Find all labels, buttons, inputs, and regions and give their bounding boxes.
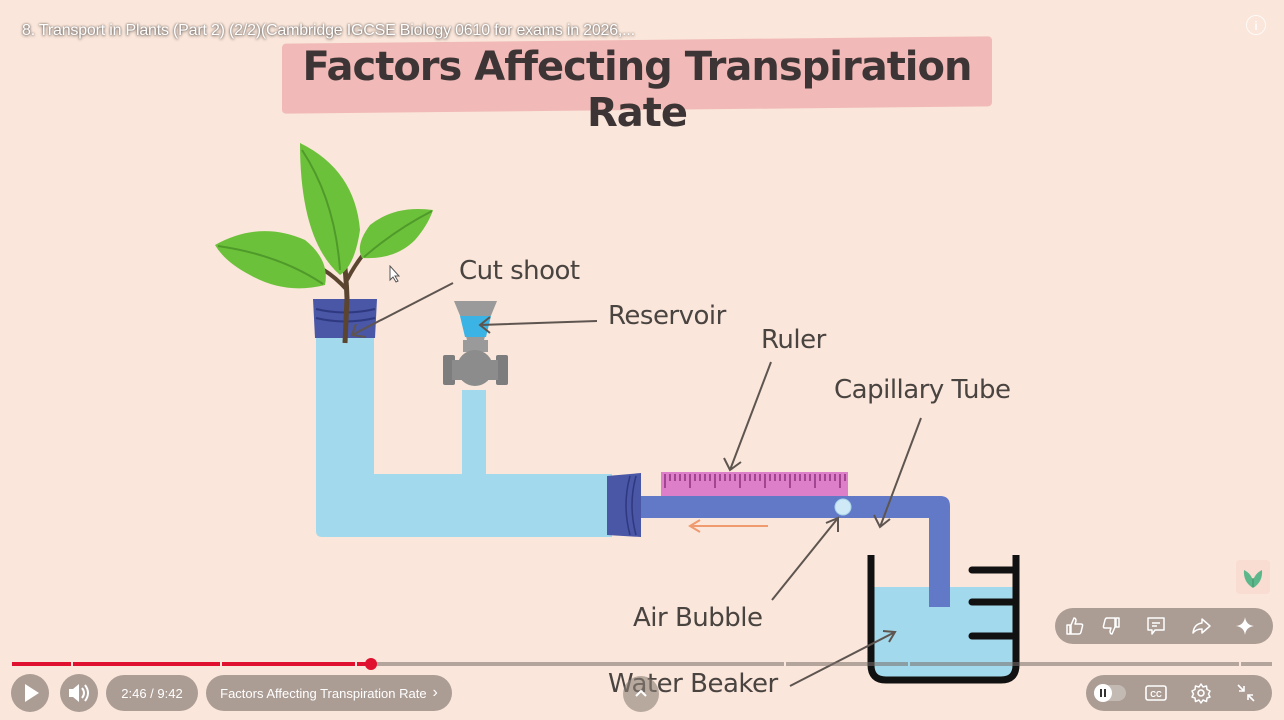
- progress-bar[interactable]: [12, 658, 1272, 670]
- comments-button[interactable]: [1136, 608, 1176, 644]
- air-bubble: [834, 498, 852, 516]
- settings-button[interactable]: [1181, 675, 1221, 711]
- share-icon: [1192, 618, 1211, 634]
- info-icon[interactable]: i: [1246, 15, 1266, 35]
- leaf-icon: [1243, 570, 1263, 588]
- time-text: 2:46 / 9:42: [121, 685, 183, 701]
- right-controls: CC: [1086, 675, 1272, 711]
- sparkle-icon: [1236, 617, 1254, 635]
- chapter-segment[interactable]: [12, 662, 72, 666]
- ask-button[interactable]: [1225, 608, 1265, 644]
- comment-icon: [1147, 617, 1165, 635]
- chapter-button[interactable]: Factors Affecting Transpiration Rate ›: [206, 675, 452, 711]
- ruler-ticks: [664, 474, 846, 488]
- gear-icon: [1191, 683, 1211, 704]
- mouse-cursor-icon: [389, 265, 401, 283]
- scrubber-handle[interactable]: [365, 658, 378, 670]
- played-progress: [356, 662, 374, 666]
- play-icon: [25, 684, 39, 702]
- collapse-icon: [1237, 684, 1255, 702]
- video-title[interactable]: 8. Transport in Plants (Part 2) (2/2)(Ca…: [22, 22, 635, 39]
- slide-heading: Factors Affecting Transpiration Rate: [302, 44, 973, 136]
- thumbs-down-icon: [1102, 617, 1120, 635]
- pointer-cut-shoot: [350, 282, 454, 338]
- cc-icon: CC: [1145, 685, 1167, 701]
- chapter-segment[interactable]: [73, 662, 220, 666]
- exit-fullscreen-button[interactable]: [1226, 675, 1266, 711]
- thumbs-up-icon: [1066, 617, 1084, 635]
- played-progress: [73, 662, 220, 666]
- label-ruler: Ruler: [761, 325, 826, 355]
- chevron-up-icon: [635, 689, 647, 697]
- share-button[interactable]: [1181, 608, 1221, 644]
- captions-button[interactable]: CC: [1136, 675, 1176, 711]
- water-tube: [316, 330, 612, 537]
- action-bar: [1055, 608, 1273, 644]
- label-reservoir: Reservoir: [608, 301, 726, 331]
- pointer-water-beaker: [789, 630, 897, 687]
- pointer-capillary: [873, 417, 922, 529]
- chapter-segment[interactable]: [786, 662, 908, 666]
- like-button[interactable]: [1055, 608, 1095, 644]
- pause-icon: [1094, 684, 1112, 702]
- chapter-title: Factors Affecting Transpiration Rate: [220, 685, 427, 701]
- chapter-segment[interactable]: [1241, 662, 1272, 666]
- pointer-ruler: [723, 361, 772, 472]
- flow-arrow: [688, 519, 768, 533]
- water-beaker: [871, 587, 1013, 680]
- label-air-bubble: Air Bubble: [633, 603, 763, 633]
- volume-icon: [69, 684, 89, 702]
- time-display: 2:46 / 9:42: [106, 675, 198, 711]
- play-button[interactable]: [11, 674, 49, 712]
- tube-stopper: [607, 473, 641, 537]
- played-progress: [221, 662, 355, 666]
- chapter-segment[interactable]: [221, 662, 355, 666]
- played-progress: [12, 662, 72, 666]
- chapter-segment[interactable]: [909, 662, 1240, 666]
- leaf: [215, 231, 326, 289]
- pointer-air-bubble: [771, 516, 839, 601]
- capillary-tube: [641, 496, 950, 607]
- expand-button[interactable]: [623, 676, 659, 712]
- label-capillary-tube: Capillary Tube: [834, 375, 1011, 405]
- volume-button[interactable]: [60, 674, 98, 712]
- autoplay-toggle[interactable]: [1090, 675, 1130, 711]
- channel-watermark[interactable]: [1236, 560, 1270, 594]
- pointer-reservoir: [478, 316, 598, 334]
- dislike-button[interactable]: [1091, 608, 1131, 644]
- label-cut-shoot: Cut shoot: [459, 256, 580, 286]
- chevron-right-icon: ›: [432, 684, 438, 701]
- chapter-segment[interactable]: [356, 662, 785, 666]
- cc-label: CC: [1150, 690, 1162, 699]
